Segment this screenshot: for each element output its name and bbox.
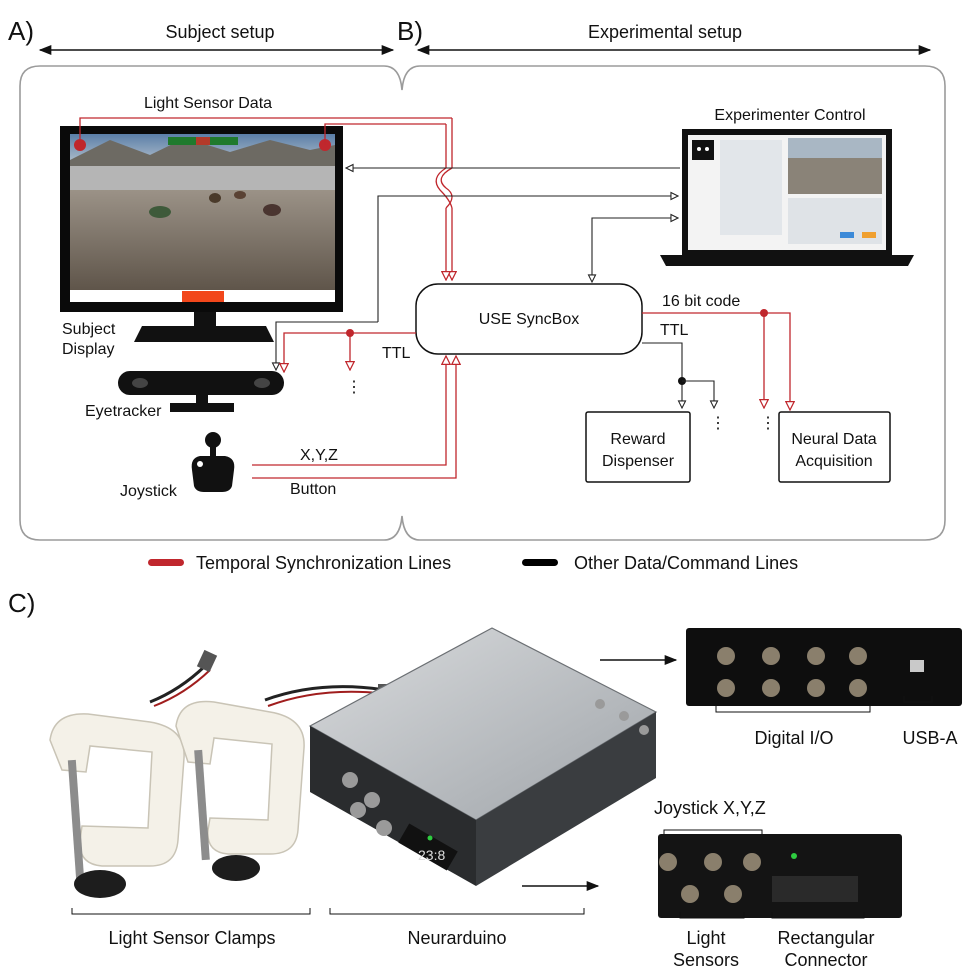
ttl-left-line <box>284 332 416 372</box>
ttl-right-label: TTL <box>660 322 689 339</box>
code16-line <box>642 312 790 410</box>
light-sensor-line-left <box>79 117 452 145</box>
eyetracker-device <box>118 371 284 412</box>
light-sensors-label-2: Sensors <box>673 950 739 968</box>
subject-display-label-1: Subject <box>62 321 116 338</box>
syncbox <box>415 283 643 355</box>
panel-a-title: Subject setup <box>165 22 274 42</box>
front-panel <box>658 834 902 918</box>
digital-io-panel <box>686 628 962 706</box>
ttl-left-ellipsis: ⋮ <box>346 379 362 396</box>
ttl-right-branch <box>682 380 714 408</box>
syncbox-label: USE SyncBox <box>479 311 579 328</box>
crossing-hop <box>435 167 453 209</box>
rect-connector-label-1: Rectangular <box>777 928 874 948</box>
light-sensors-label-1: Light <box>686 928 725 948</box>
neurarduino-device <box>308 627 658 886</box>
joystick-label: Joystick <box>120 483 178 500</box>
xyz-label: X,Y,Z <box>300 447 338 464</box>
panel-a-letter: A) <box>8 16 34 46</box>
experimenter-laptop <box>660 129 914 266</box>
neural-label-1: Neural Data <box>791 431 876 448</box>
neurarduino-bracket <box>329 908 585 915</box>
light-sensors-bracket <box>679 912 745 919</box>
neural-label-2: Acquisition <box>795 453 872 470</box>
experimenter-control-label: Experimenter Control <box>714 107 865 124</box>
light-sensor-clamps-illustration <box>49 649 396 898</box>
code16-label: 16 bit code <box>662 293 740 310</box>
reward-label-1: Reward <box>610 431 665 448</box>
legend-temporal-swatch <box>148 559 184 566</box>
rect-connector-label-2: Connector <box>784 950 867 968</box>
subject-display-label-2: Display <box>62 341 114 358</box>
legend-temporal-label: Temporal Synchronization Lines <box>196 553 451 573</box>
panel-c-letter: C) <box>8 588 35 618</box>
eyetracker-to-control-line <box>377 196 678 322</box>
eyetracker-from-syncbox-line <box>276 321 378 370</box>
legend-other-swatch <box>522 559 558 566</box>
digital-io-label: Digital I/O <box>754 728 833 748</box>
clamps-bracket <box>71 908 311 915</box>
joystick-xyz-line <box>252 356 446 466</box>
light-sensor-line-right <box>324 123 446 145</box>
subject-display-monitor <box>60 126 343 342</box>
code16-ellipsis: ⋮ <box>760 415 776 432</box>
panel-b-letter: B) <box>397 16 423 46</box>
joystick-xyz-bracket <box>663 829 763 836</box>
usb-bracket <box>903 696 933 703</box>
joystick-icon <box>191 432 235 492</box>
neural-acquisition-box <box>778 411 891 483</box>
ttl-right-line <box>642 342 682 408</box>
reward-label-2: Dispenser <box>602 453 675 470</box>
joystick-xyz-label: Joystick X,Y,Z <box>654 798 766 818</box>
button-label: Button <box>290 481 336 498</box>
light-sensor-data-label: Light Sensor Data <box>144 95 272 112</box>
panel-a-frame <box>19 65 946 541</box>
panel-b-title: Experimental setup <box>588 22 742 42</box>
device-handwritten-label: 23:8 <box>418 847 445 863</box>
neurarduino-label: Neurarduino <box>407 928 506 948</box>
ttl-left-label: TTL <box>382 345 411 362</box>
rect-connector-bracket <box>771 912 865 919</box>
ttl-right-ellipsis: ⋮ <box>710 415 726 432</box>
digital-io-bracket <box>715 706 871 713</box>
joystick-button-line <box>252 356 456 479</box>
eyetracker-label: Eyetracker <box>85 403 162 420</box>
reward-dispenser-box <box>585 411 691 483</box>
usb-a-label: USB-A <box>902 728 957 748</box>
light-sensor-clamps-label: Light Sensor Clamps <box>108 928 275 948</box>
legend-other-label: Other Data/Command Lines <box>574 553 798 573</box>
syncbox-control-line <box>592 218 678 282</box>
